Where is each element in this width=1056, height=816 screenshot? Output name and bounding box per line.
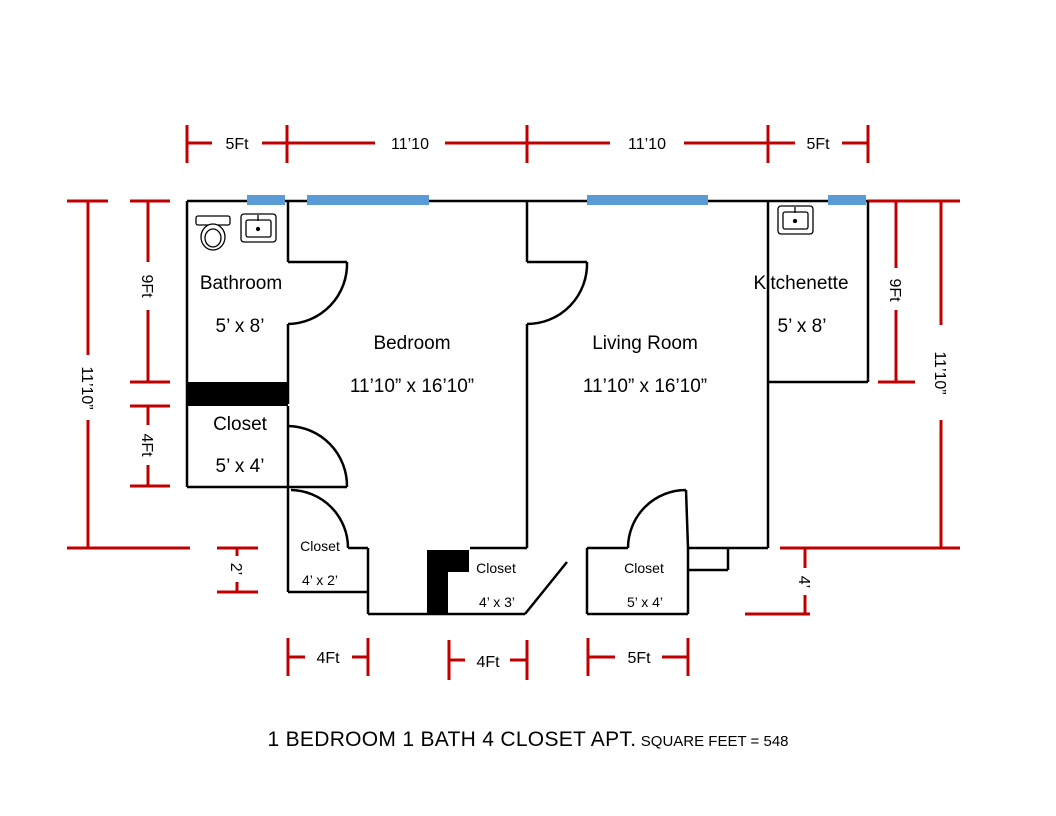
sink-icon bbox=[240, 213, 277, 243]
door-swings bbox=[286, 260, 690, 549]
caption-main: 1 BEDROOM 1 BATH 4 CLOSET APT. bbox=[267, 728, 637, 751]
kitchenette-label: Kitchenette bbox=[753, 273, 848, 294]
dim-top-kitchen: 5Ft bbox=[806, 136, 830, 153]
dimension-lines bbox=[67, 125, 960, 680]
dim-top-living: 11’10 bbox=[628, 136, 666, 153]
closet-a-label: Closet bbox=[300, 538, 340, 554]
dim-left-outer: 11’10” bbox=[78, 366, 95, 409]
living-room-size: 11’10” x 16’10” bbox=[583, 376, 707, 397]
dim-left-small: 2’ bbox=[227, 563, 244, 575]
closet-shelf bbox=[188, 382, 288, 406]
closet-c-label: Closet bbox=[624, 560, 664, 576]
closet-a-size: 4’ x 2’ bbox=[302, 572, 338, 588]
closet-shelf-horizontal bbox=[427, 550, 469, 572]
kitchenette-size: 5’ x 8’ bbox=[778, 316, 827, 337]
dim-bottom-closet-b: 4Ft bbox=[476, 654, 500, 671]
living-room-label: Living Room bbox=[592, 333, 698, 354]
dim-right-small: 4’ bbox=[795, 576, 812, 588]
closet-main-size: 5’ x 4’ bbox=[216, 456, 265, 477]
dim-top-bedroom: 11’10 bbox=[391, 136, 429, 153]
bathroom-label: Bathroom bbox=[200, 273, 282, 294]
dim-top-bath: 5Ft bbox=[225, 136, 249, 153]
dim-right-outer: 11’10” bbox=[931, 351, 948, 394]
bedroom-size: 11’10” x 16’10” bbox=[350, 376, 474, 397]
dim-right-kitchen: 9Ft bbox=[886, 278, 903, 302]
dim-left-bath: 9Ft bbox=[138, 274, 155, 298]
dim-bottom-closet-c: 5Ft bbox=[627, 650, 651, 667]
plan-caption: 1 BEDROOM 1 BATH 4 CLOSET APT. SQUARE FE… bbox=[0, 728, 1056, 752]
windows bbox=[247, 195, 866, 205]
caption-sub: SQUARE FEET = 548 bbox=[640, 733, 789, 750]
closet-b-size: 4’ x 3’ bbox=[479, 594, 515, 610]
toilet-icon bbox=[195, 215, 231, 251]
closet-c-size: 5’ x 4’ bbox=[627, 594, 663, 610]
closet-main-label: Closet bbox=[213, 414, 268, 435]
bedroom-label: Bedroom bbox=[373, 333, 450, 354]
kitchen-sink-icon bbox=[777, 205, 814, 235]
bathroom-size: 5’ x 8’ bbox=[216, 316, 265, 337]
dim-left-closet: 4Ft bbox=[138, 433, 155, 457]
dim-bottom-closet-a: 4Ft bbox=[316, 650, 340, 667]
walls bbox=[185, 199, 870, 616]
closet-b-label: Closet bbox=[476, 560, 516, 576]
